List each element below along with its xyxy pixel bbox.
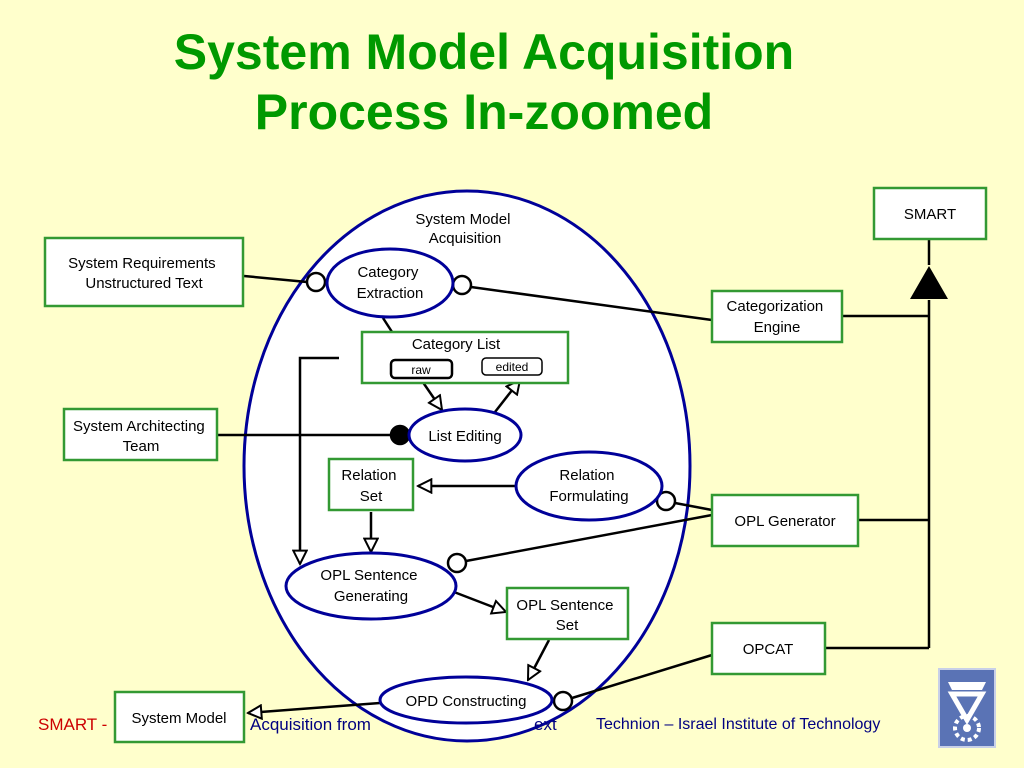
object-system-requirements[interactable]: System Requirements Unstructured Text <box>43 236 245 308</box>
process-list-editing[interactable]: List Editing <box>407 407 523 463</box>
svg-text:Category List: Category List <box>412 336 501 353</box>
title-line-1: System Model Acquisition <box>173 24 795 80</box>
main-process-label: System Model Acquisition <box>415 211 514 247</box>
svg-text:raw: raw <box>411 363 431 377</box>
slide-title: System Model Acquisition Process In-zoom… <box>0 22 968 142</box>
svg-text:OPCAT: OPCAT <box>743 641 794 658</box>
state-raw[interactable]: raw <box>389 358 454 380</box>
svg-text:Category Extraction: Category Extraction <box>357 264 424 302</box>
svg-text:Relation Set: Relation Set <box>341 467 400 505</box>
svg-text:OPL Sentence Set: OPL Sentence Set <box>516 597 617 634</box>
object-relation-set[interactable]: Relation Set <box>327 457 415 512</box>
object-system-model[interactable]: System Model <box>113 690 246 744</box>
footer-left: SMART - <box>38 715 108 734</box>
process-opd-constructing[interactable]: OPD Constructing <box>378 675 554 725</box>
links <box>218 240 931 700</box>
object-category-list[interactable]: Category List raw edited <box>360 330 570 385</box>
technion-logo-icon <box>938 668 996 748</box>
object-system-architecting-team[interactable]: System Architecting Team <box>62 407 219 462</box>
svg-text:edited: edited <box>496 360 529 374</box>
object-opl-generator[interactable]: OPL Generator <box>710 493 860 548</box>
svg-text:System Requirements Unst: System Requirements Unstructured Text <box>68 255 220 292</box>
footer-middle: Acquisition from <box>250 715 371 734</box>
svg-text:SMART: SMART <box>904 206 956 223</box>
generalization-triangle <box>910 266 948 299</box>
svg-text:Relation Formulating: Relation Formulating <box>549 467 628 505</box>
svg-text:OPL Generator: OPL Generator <box>734 513 835 530</box>
process-relation-formulating[interactable]: Relation Formulating <box>514 450 664 522</box>
object-opcat[interactable]: OPCAT <box>710 621 827 676</box>
process-category-extraction[interactable]: Category Extraction <box>325 247 455 319</box>
svg-text:System Architecting Team: System Architecting Team <box>73 418 209 455</box>
object-smart[interactable]: SMART <box>872 186 988 241</box>
title-line-2: Process In-zoomed <box>254 84 714 140</box>
svg-text:Categorization Engine: Categorization Engine <box>727 298 828 336</box>
svg-text:List Editing: List Editing <box>428 428 501 445</box>
link-endpoints <box>305 271 677 712</box>
object-opl-sentence-set[interactable]: OPL Sentence Set <box>505 586 630 641</box>
svg-text:OPL Sentence Generating: OPL Sentence Generating <box>320 567 421 605</box>
process-opl-sentence-generating[interactable]: OPL Sentence Generating <box>284 551 458 621</box>
svg-text:System Model: System Model <box>131 710 226 727</box>
svg-text:OPD Constructing: OPD Constructing <box>406 693 527 710</box>
state-edited[interactable]: edited <box>481 357 543 376</box>
footer-right: Technion – Israel Institute of Technolog… <box>596 716 881 733</box>
footer-middle-tail: ext <box>534 715 557 734</box>
object-categorization-engine[interactable]: Categorization Engine <box>710 289 844 344</box>
